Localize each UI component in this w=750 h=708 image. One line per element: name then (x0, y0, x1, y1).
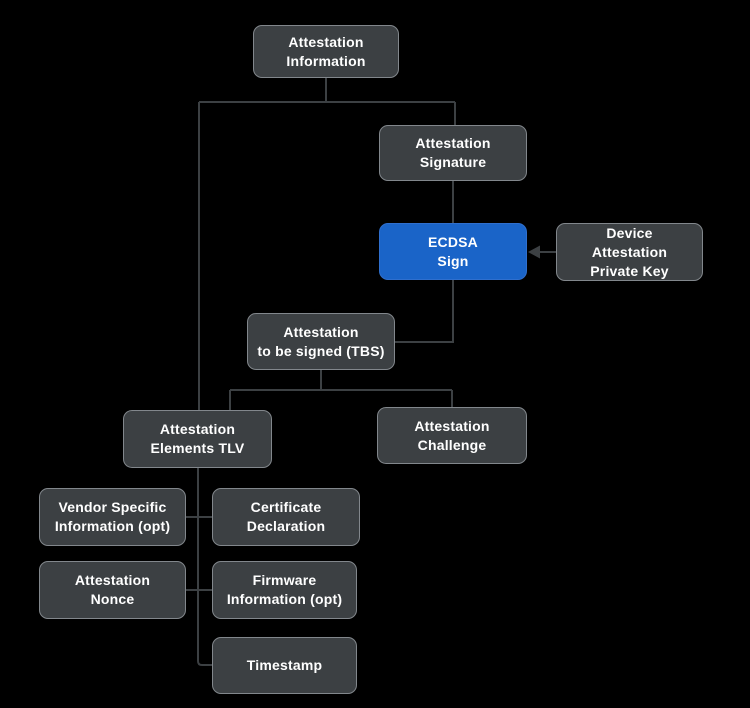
node-attestation-challenge: Attestation Challenge (377, 407, 527, 464)
node-label: Attestation Nonce (74, 572, 151, 607)
node-attestation-signature: Attestation Signature (379, 125, 527, 181)
connector-ecdsa-to-tbs (395, 280, 454, 343)
node-attestation-elements-tlv: Attestation Elements TLV (123, 410, 272, 468)
connector-tbs-branch (229, 370, 453, 410)
connector-tlv-trunk (197, 468, 212, 666)
node-label: Firmware Information (opt) (226, 572, 343, 607)
node-label: Timestamp (246, 657, 323, 673)
node-timestamp: Timestamp (212, 637, 357, 694)
node-ecdsa-sign: ECDSA Sign (379, 223, 527, 280)
node-label: Attestation Signature (415, 135, 491, 170)
connector-info-branch (198, 78, 456, 410)
node-label: Attestation to be signed (TBS) (257, 323, 385, 359)
arrowhead-left-icon (528, 245, 540, 259)
node-vendor-specific-information: Vendor Specific Information (opt) (39, 488, 186, 546)
node-certificate-declaration: Certificate Declaration (212, 488, 360, 546)
node-attestation-nonce: Attestation Nonce (39, 561, 186, 619)
node-attestation-to-be-signed-tbs: Attestation to be signed (TBS) (247, 313, 395, 370)
node-label: Device Attestation Private Key (590, 224, 669, 279)
node-label: Attestation Challenge (414, 417, 490, 453)
node-label: ECDSA Sign (427, 233, 478, 269)
node-firmware-information: Firmware Information (opt) (212, 561, 357, 619)
node-label: Certificate Declaration (246, 499, 326, 534)
node-label: Vendor Specific Information (opt) (54, 499, 171, 534)
node-label: Attestation Information (286, 33, 366, 69)
node-device-attestation-private-key: Device Attestation Private Key (556, 223, 703, 281)
node-attestation-information: Attestation Information (253, 25, 399, 78)
node-label: Attestation Elements TLV (150, 421, 245, 456)
